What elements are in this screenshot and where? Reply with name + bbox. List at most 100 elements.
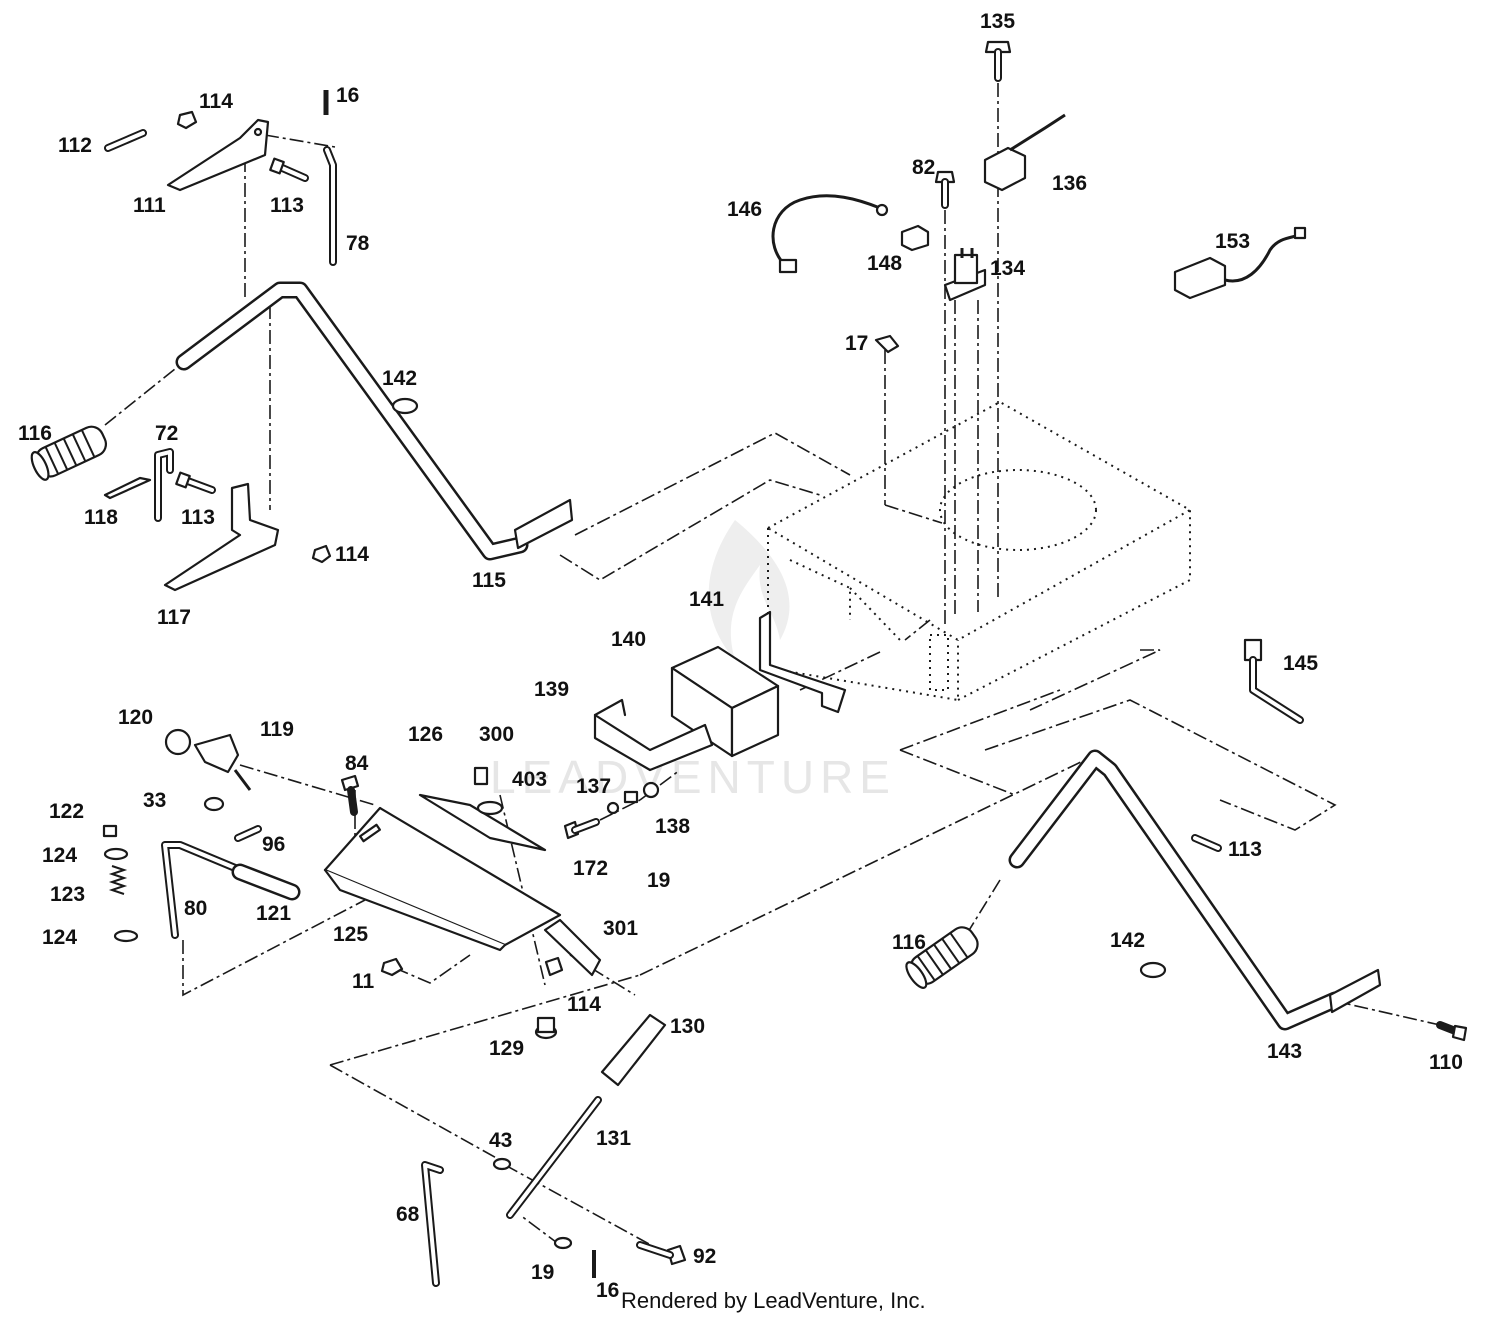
battery-140: [670, 645, 780, 758]
solenoid-134: [943, 248, 987, 302]
callout-72: 72: [155, 422, 178, 445]
callout-92: 92: [693, 1245, 716, 1268]
decal-126: [418, 793, 547, 852]
bolt-172: [563, 818, 600, 840]
module-136: [983, 113, 1066, 192]
callout-112: 112: [58, 134, 92, 157]
key-300: [473, 766, 489, 786]
callout-33: 33: [143, 789, 166, 812]
callout-143: 143: [1267, 1040, 1302, 1063]
callout-125: 125: [333, 923, 368, 946]
screw-84: [340, 774, 360, 816]
switch-129: [534, 1016, 558, 1040]
callout-172: 172: [573, 857, 608, 880]
callout-78: 78: [346, 232, 370, 255]
lever-117: [163, 482, 280, 592]
callout-116-right: 116: [892, 931, 926, 954]
clamp-142-right: [1139, 961, 1167, 979]
callout-131: 131: [596, 1127, 631, 1150]
lever-111: [166, 118, 270, 192]
charger-153: [1173, 226, 1307, 300]
callout-301: 301: [603, 917, 638, 940]
callout-142-right: 142: [1110, 929, 1145, 952]
callout-123: 123: [50, 883, 85, 906]
nut-11: [380, 957, 404, 977]
connector-148: [900, 224, 930, 252]
washer-124-top: [103, 847, 129, 861]
washer-403: [476, 800, 504, 816]
callout-124-top: 124: [42, 844, 77, 867]
callout-138: 138: [655, 815, 690, 838]
lever-131: [506, 1096, 602, 1219]
frame-outline: [765, 400, 1193, 702]
callout-11: 11: [352, 970, 375, 993]
callout-118: 118: [84, 506, 118, 529]
bolt-113-right: [1191, 834, 1222, 852]
callout-19-bot: 19: [531, 1261, 554, 1284]
leadventure-watermark: LEADVENTURE: [490, 520, 890, 803]
bolt-82: [934, 170, 956, 209]
callout-84: 84: [345, 752, 369, 775]
callout-110: 110: [1429, 1051, 1463, 1074]
callout-140: 140: [611, 628, 646, 651]
bolt-113-mid: [175, 471, 216, 494]
callout-148: 148: [867, 252, 902, 275]
callout-403: 403: [512, 768, 547, 791]
washer-43: [492, 1157, 512, 1171]
callout-134: 134: [990, 257, 1025, 280]
spring-123: [108, 865, 128, 895]
callout-130: 130: [670, 1015, 705, 1038]
phantom-lines: [104, 58, 1441, 1251]
knob-120: [164, 728, 192, 756]
callout-135: 135: [980, 10, 1015, 33]
pin-96: [234, 825, 262, 842]
panel-125: [323, 806, 562, 952]
callout-115: 115: [472, 569, 506, 592]
callout-113-mid: 113: [181, 506, 215, 529]
grip-121: [231, 863, 301, 901]
pin-112: [104, 129, 147, 152]
callout-119: 119: [260, 718, 294, 741]
right-handle-bar: [1008, 749, 1382, 1031]
callout-16-top: 16: [336, 84, 359, 107]
washer-19-bot: [553, 1236, 573, 1250]
callout-114-mid: 114: [335, 543, 369, 566]
bushing-33: [203, 796, 225, 812]
rod-80: [161, 841, 244, 939]
clamp-142-top: [391, 397, 419, 415]
callout-129: 129: [489, 1037, 524, 1060]
callout-117: 117: [157, 606, 191, 629]
callout-16-bot: 16: [596, 1279, 619, 1302]
tray-139: [593, 698, 714, 772]
callout-113-right: 113: [1228, 838, 1262, 861]
callout-139: 139: [534, 678, 569, 701]
callout-124-bot: 124: [42, 926, 77, 949]
right-grip-116: [905, 926, 979, 989]
callout-145: 145: [1283, 652, 1318, 675]
bolt-92: [636, 1241, 687, 1266]
callout-114-bot: 114: [567, 993, 601, 1016]
callout-120: 120: [118, 706, 153, 729]
callout-142-top: 142: [382, 367, 417, 390]
cable-146: [771, 194, 889, 274]
nut-114-mid: [311, 544, 332, 564]
callout-68: 68: [396, 1203, 420, 1226]
clip-118: [103, 476, 152, 500]
callout-17: 17: [845, 332, 868, 355]
callout-111: 111: [133, 194, 166, 217]
callout-19-mid: 19: [647, 869, 670, 892]
harness-145: [1243, 638, 1304, 724]
clip-17: [874, 334, 900, 354]
callout-146: 146: [727, 198, 762, 221]
callouts: 135 16 114 112 111 113 78 82 136 146 148…: [18, 10, 1463, 1302]
callout-113-top: 113: [270, 194, 304, 217]
callout-153: 153: [1215, 230, 1250, 253]
callout-116-left: 116: [18, 422, 52, 445]
nut-114-top: [176, 110, 198, 130]
pin-72: [154, 448, 174, 522]
bolt-135: [984, 40, 1012, 82]
left-handle-bar: [175, 281, 574, 561]
nut-114-bot: [544, 956, 564, 977]
